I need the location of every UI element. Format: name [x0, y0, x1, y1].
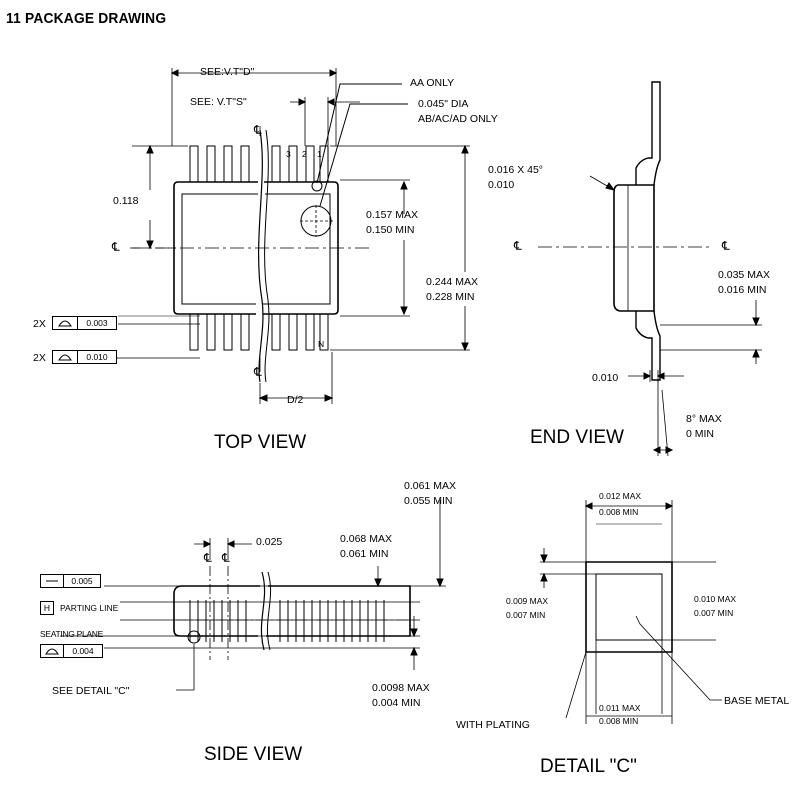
tol2-value: 0.010 — [86, 352, 108, 362]
with-plating-label: WITH PLATING — [456, 719, 530, 731]
seat-tol-value: 0.004 — [72, 646, 94, 656]
end-view-title: END VIEW — [530, 427, 624, 448]
side-view-body-left — [174, 586, 260, 636]
dim-0061-min: 0.061 MIN — [340, 548, 389, 560]
parting-letter: H — [43, 603, 51, 613]
detail-top-min: 0.008 MIN — [599, 507, 639, 517]
profile-icon — [53, 351, 78, 363]
tol1-value: 0.003 — [86, 318, 108, 328]
end-view-body — [614, 185, 654, 311]
pin-1-label: 1 — [317, 149, 322, 159]
dim-0010-label: 0.010 — [592, 372, 619, 384]
base-metal-label: BASE METAL — [724, 695, 790, 707]
dim-0228-min: 0.228 MIN — [426, 291, 475, 303]
profile-icon — [41, 645, 64, 657]
aa-only-label: AA ONLY — [410, 77, 455, 89]
angle-max-label: 8° MAX — [686, 413, 722, 425]
see-vt-s-label: SEE: V.T"S" — [190, 96, 247, 108]
detail-c-title: DETAIL "C" — [540, 756, 637, 777]
detail-bot-max: 0.011 MAX — [599, 703, 641, 713]
detail-left-min: 0.007 MIN — [506, 610, 546, 620]
detail-top-max: 0.012 MAX — [599, 491, 642, 501]
top-view-break — [259, 130, 263, 382]
side-centerline-1: ℄ — [204, 551, 212, 565]
dim-0118: 0.118 — [113, 195, 139, 207]
end-centerline-left: ℄ — [514, 239, 522, 253]
seat-tol-frame: 0.004 — [40, 644, 103, 658]
chamfer-label: 0.016 X 45° — [488, 164, 543, 176]
dim-0035-max: 0.035 MAX — [718, 269, 770, 281]
top-view-inner-left — [182, 194, 258, 304]
tol1-frame: 0.003 — [52, 316, 117, 330]
top-view-title: TOP VIEW — [214, 432, 307, 453]
dim-0025-label: 0.025 — [256, 536, 283, 548]
dim-0068-max: 0.068 MAX — [340, 533, 392, 545]
tol1-prefix: 2X — [33, 318, 46, 330]
flatness-icon — [41, 575, 64, 587]
detail-c-inner — [596, 574, 662, 640]
dim-0055-min: 0.055 MIN — [404, 495, 453, 507]
side-tol-frame: 0.005 — [40, 574, 101, 588]
parting-letter-box: H — [40, 601, 54, 615]
top-view-bottom-leads — [190, 314, 328, 350]
detail-right-min: 0.007 MIN — [694, 608, 734, 618]
tol2-prefix: 2X — [33, 352, 46, 364]
top-view-inner-right — [263, 194, 330, 304]
side-view-leads — [190, 600, 384, 642]
end-centerline-right: ℄ — [722, 239, 730, 253]
d-half-label: D/2 — [287, 394, 304, 406]
pin-2-label: 2 — [302, 149, 307, 159]
end-view-lead-top — [636, 82, 660, 185]
side-view-title: SIDE VIEW — [204, 744, 303, 765]
ab-only-label: AB/AC/AD ONLY — [418, 113, 498, 125]
parting-line-label: PARTING LINE — [60, 603, 119, 613]
dim-00098-max: 0.0098 MAX — [372, 682, 430, 694]
dim-0244-max: 0.244 MAX — [426, 276, 478, 288]
centerline-left: ℄ — [112, 240, 120, 254]
detail-c-callout — [188, 631, 200, 643]
page-heading: 11 PACKAGE DRAWING — [6, 10, 167, 27]
profile-icon — [53, 317, 78, 329]
end-view-lead-bottom — [636, 311, 660, 380]
centerline-top: ℄ — [254, 123, 262, 137]
dim-0061-max: 0.061 MAX — [404, 480, 456, 492]
dim-0016-min: 0.016 MIN — [718, 284, 767, 296]
dim-0150-min: 0.150 MIN — [366, 224, 415, 236]
detail-c-outer — [586, 562, 672, 652]
detail-left-max: 0.009 MAX — [506, 596, 549, 606]
seating-plane-label: SEATING PLANE — [40, 629, 104, 639]
see-detail-c-label: SEE DETAIL "C" — [52, 685, 130, 697]
side-tol-value: 0.005 — [71, 576, 93, 586]
top-view-top-leads — [190, 146, 328, 182]
dim-0157-max: 0.157 MAX — [366, 209, 418, 221]
pin-3-label: 3 — [286, 149, 291, 159]
chamfer-min-label: 0.010 — [488, 179, 515, 191]
dim-0004-min: 0.004 MIN — [372, 697, 421, 709]
detail-bot-min: 0.008 MIN — [599, 716, 639, 726]
side-centerline-2: ℄ — [222, 551, 230, 565]
centerline-bottom: ℄ — [254, 365, 262, 379]
angle-min-label: 0 MIN — [686, 428, 715, 440]
detail-right-max: 0.010 MAX — [694, 594, 737, 604]
tol2-frame: 0.010 — [52, 350, 117, 364]
dia-label: 0.045" DIA — [418, 98, 469, 110]
see-vt-d-label: SEE:V.T"D" — [200, 66, 255, 78]
pin-n-label: N — [318, 339, 325, 349]
